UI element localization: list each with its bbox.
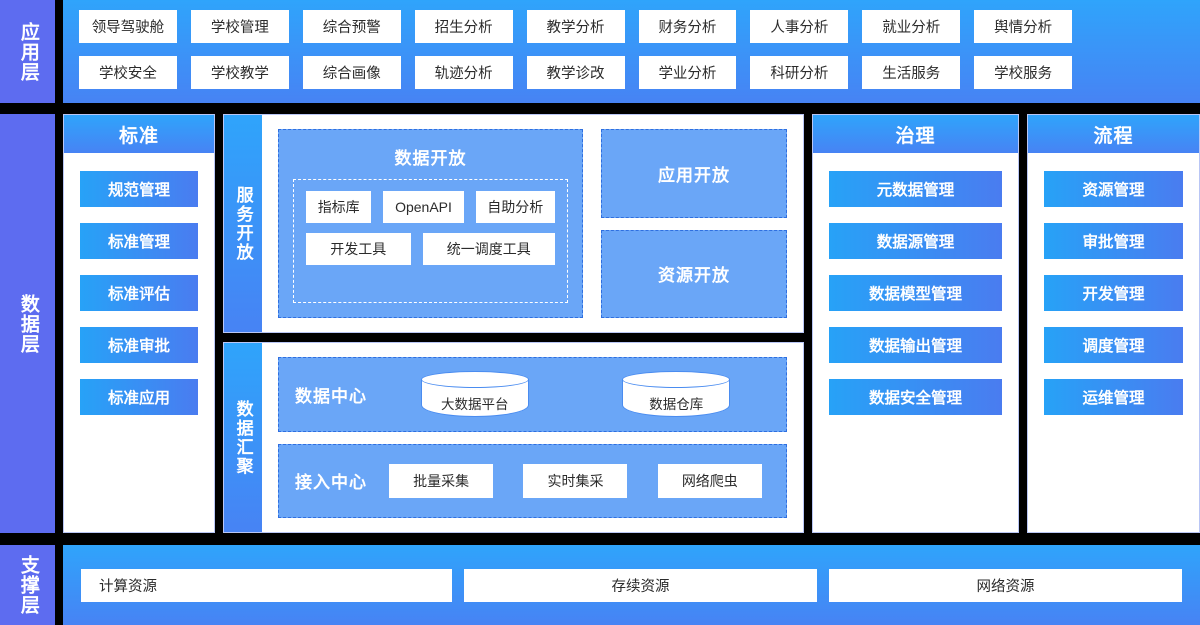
data-store-label: 大数据平台 <box>441 396 509 412</box>
app-chip[interactable]: 招生分析 <box>414 10 513 43</box>
data-aggregation-section: 数据汇聚 数据中心 大数据平台 <box>223 342 804 533</box>
process-item-list: 资源管理 审批管理 开发管理 调度管理 运维管理 <box>1028 153 1199 415</box>
governance-item[interactable]: 数据源管理 <box>829 223 1002 259</box>
app-chip[interactable]: 领导驾驶舱 <box>79 10 177 43</box>
tool-chip[interactable]: 自助分析 <box>475 191 555 223</box>
standards-item[interactable]: 标准应用 <box>80 379 198 415</box>
governance-item[interactable]: 元数据管理 <box>829 171 1002 207</box>
access-center-methods: 批量采集 实时集采 网络爬虫 <box>381 463 770 498</box>
governance-item-list: 元数据管理 数据源管理 数据模型管理 数据输出管理 数据安全管理 <box>813 153 1018 415</box>
process-item[interactable]: 调度管理 <box>1044 327 1183 363</box>
app-chip[interactable]: 就业分析 <box>862 10 961 43</box>
database-cylinder-icon[interactable]: 大数据平台 <box>420 371 529 418</box>
tool-chip[interactable]: 开发工具 <box>306 233 411 265</box>
open-side-cards: 应用开放 资源开放 <box>601 129 787 318</box>
data-layer: 数据层 标准 规范管理 标准管理 标准评估 标准审批 标准应用 服务开放 <box>0 114 1200 533</box>
data-layer-label: 数据层 <box>0 114 55 533</box>
tool-chip[interactable]: OpenAPI <box>383 191 464 223</box>
app-chip[interactable]: 学业分析 <box>638 56 737 89</box>
process-item[interactable]: 资源管理 <box>1044 171 1183 207</box>
resource-open-card[interactable]: 资源开放 <box>601 229 787 318</box>
standards-item[interactable]: 标准管理 <box>80 223 198 259</box>
app-chip[interactable]: 科研分析 <box>750 56 849 89</box>
service-open-section: 服务开放 数据开放 指标库 OpenAPI 自助分析 <box>223 114 804 333</box>
data-open-tool-row-2: 开发工具 统一调度工具 <box>306 233 555 265</box>
access-center-label: 接入中心 <box>295 473 367 493</box>
support-chip[interactable]: 计算资源 <box>81 568 452 602</box>
process-item[interactable]: 审批管理 <box>1044 223 1183 259</box>
standards-item[interactable]: 标准审批 <box>80 327 198 363</box>
standards-column: 标准 规范管理 标准管理 标准评估 标准审批 标准应用 <box>63 114 215 533</box>
data-center-stores: 大数据平台 数据仓库 <box>381 371 770 418</box>
app-chip[interactable]: 学校服务 <box>974 56 1073 89</box>
service-open-label: 服务开放 <box>224 115 262 332</box>
process-column: 流程 资源管理 审批管理 开发管理 调度管理 运维管理 <box>1027 114 1200 533</box>
data-center-label: 数据中心 <box>295 386 367 406</box>
app-chip[interactable]: 综合画像 <box>302 56 401 89</box>
support-layer-body: 计算资源 存续资源 网络资源 <box>63 545 1200 625</box>
application-open-card[interactable]: 应用开放 <box>601 129 787 218</box>
app-chip[interactable]: 教学诊改 <box>526 56 625 89</box>
data-store-label: 数据仓库 <box>649 396 704 412</box>
app-chip[interactable]: 生活服务 <box>862 56 961 89</box>
app-chip[interactable]: 教学分析 <box>526 10 625 43</box>
access-center-band: 接入中心 批量采集 实时集采 网络爬虫 <box>278 443 787 518</box>
application-layer-label: 应用层 <box>0 0 55 103</box>
support-layer-label: 支撑层 <box>0 545 55 625</box>
data-open-tool-row-1: 指标库 OpenAPI 自助分析 <box>306 191 555 223</box>
app-chip[interactable]: 舆情分析 <box>974 10 1073 43</box>
data-aggregation-content: 数据中心 大数据平台 数据仓库 <box>262 343 803 532</box>
tool-chip[interactable]: 指标库 <box>306 191 372 223</box>
application-chip-grid: 领导驾驶舱 学校管理 综合预警 招生分析 教学分析 财务分析 人事分析 就业分析… <box>63 0 1200 103</box>
process-item[interactable]: 开发管理 <box>1044 275 1183 311</box>
app-chip[interactable]: 综合预警 <box>302 10 401 43</box>
data-open-tool-box: 指标库 OpenAPI 自助分析 开发工具 统一调度工具 <box>293 179 568 303</box>
standards-item[interactable]: 标准评估 <box>80 275 198 311</box>
acquisition-chip[interactable]: 实时集采 <box>523 463 628 498</box>
data-open-panel: 数据开放 指标库 OpenAPI 自助分析 开发工具 统一调度工具 <box>278 129 583 318</box>
support-layer: 支撑层 计算资源 存续资源 网络资源 <box>0 545 1200 625</box>
service-open-content: 数据开放 指标库 OpenAPI 自助分析 开发工具 统一调度工具 <box>262 115 803 332</box>
support-chip[interactable]: 存续资源 <box>464 568 817 602</box>
standards-item[interactable]: 规范管理 <box>80 171 198 207</box>
cylinder-top <box>420 371 529 389</box>
database-cylinder-icon[interactable]: 数据仓库 <box>622 371 731 418</box>
standards-item-list: 规范管理 标准管理 标准评估 标准审批 标准应用 <box>64 153 214 415</box>
data-open-title: 数据开放 <box>394 149 467 168</box>
data-aggregation-label: 数据汇聚 <box>224 343 262 532</box>
cylinder-top <box>622 371 731 389</box>
acquisition-chip[interactable]: 批量采集 <box>389 463 494 498</box>
support-chip-grid: 计算资源 存续资源 网络资源 <box>63 545 1200 625</box>
app-chip[interactable]: 人事分析 <box>750 10 849 43</box>
tool-chip[interactable]: 统一调度工具 <box>422 233 555 265</box>
process-header: 流程 <box>1028 115 1199 153</box>
data-center-band: 数据中心 大数据平台 数据仓库 <box>278 357 787 432</box>
app-chip[interactable]: 财务分析 <box>638 10 737 43</box>
app-chip[interactable]: 学校教学 <box>190 56 289 89</box>
application-layer: 应用层 领导驾驶舱 学校管理 综合预警 招生分析 教学分析 财务分析 人事分析 … <box>0 0 1200 103</box>
application-layer-body: 领导驾驶舱 学校管理 综合预警 招生分析 教学分析 财务分析 人事分析 就业分析… <box>63 0 1200 103</box>
governance-item[interactable]: 数据模型管理 <box>829 275 1002 311</box>
governance-item[interactable]: 数据输出管理 <box>829 327 1002 363</box>
center-stack: 服务开放 数据开放 指标库 OpenAPI 自助分析 <box>223 114 804 533</box>
support-chip[interactable]: 网络资源 <box>829 568 1182 602</box>
governance-item[interactable]: 数据安全管理 <box>829 379 1002 415</box>
governance-header: 治理 <box>813 115 1018 153</box>
governance-column: 治理 元数据管理 数据源管理 数据模型管理 数据输出管理 数据安全管理 <box>812 114 1019 533</box>
app-chip[interactable]: 学校安全 <box>79 56 177 89</box>
app-chip[interactable]: 学校管理 <box>190 10 289 43</box>
standards-header: 标准 <box>64 115 214 153</box>
acquisition-chip[interactable]: 网络爬虫 <box>657 463 762 498</box>
data-layer-body: 标准 规范管理 标准管理 标准评估 标准审批 标准应用 服务开放 数据开放 <box>63 114 1200 533</box>
process-item[interactable]: 运维管理 <box>1044 379 1183 415</box>
app-chip[interactable]: 轨迹分析 <box>414 56 513 89</box>
